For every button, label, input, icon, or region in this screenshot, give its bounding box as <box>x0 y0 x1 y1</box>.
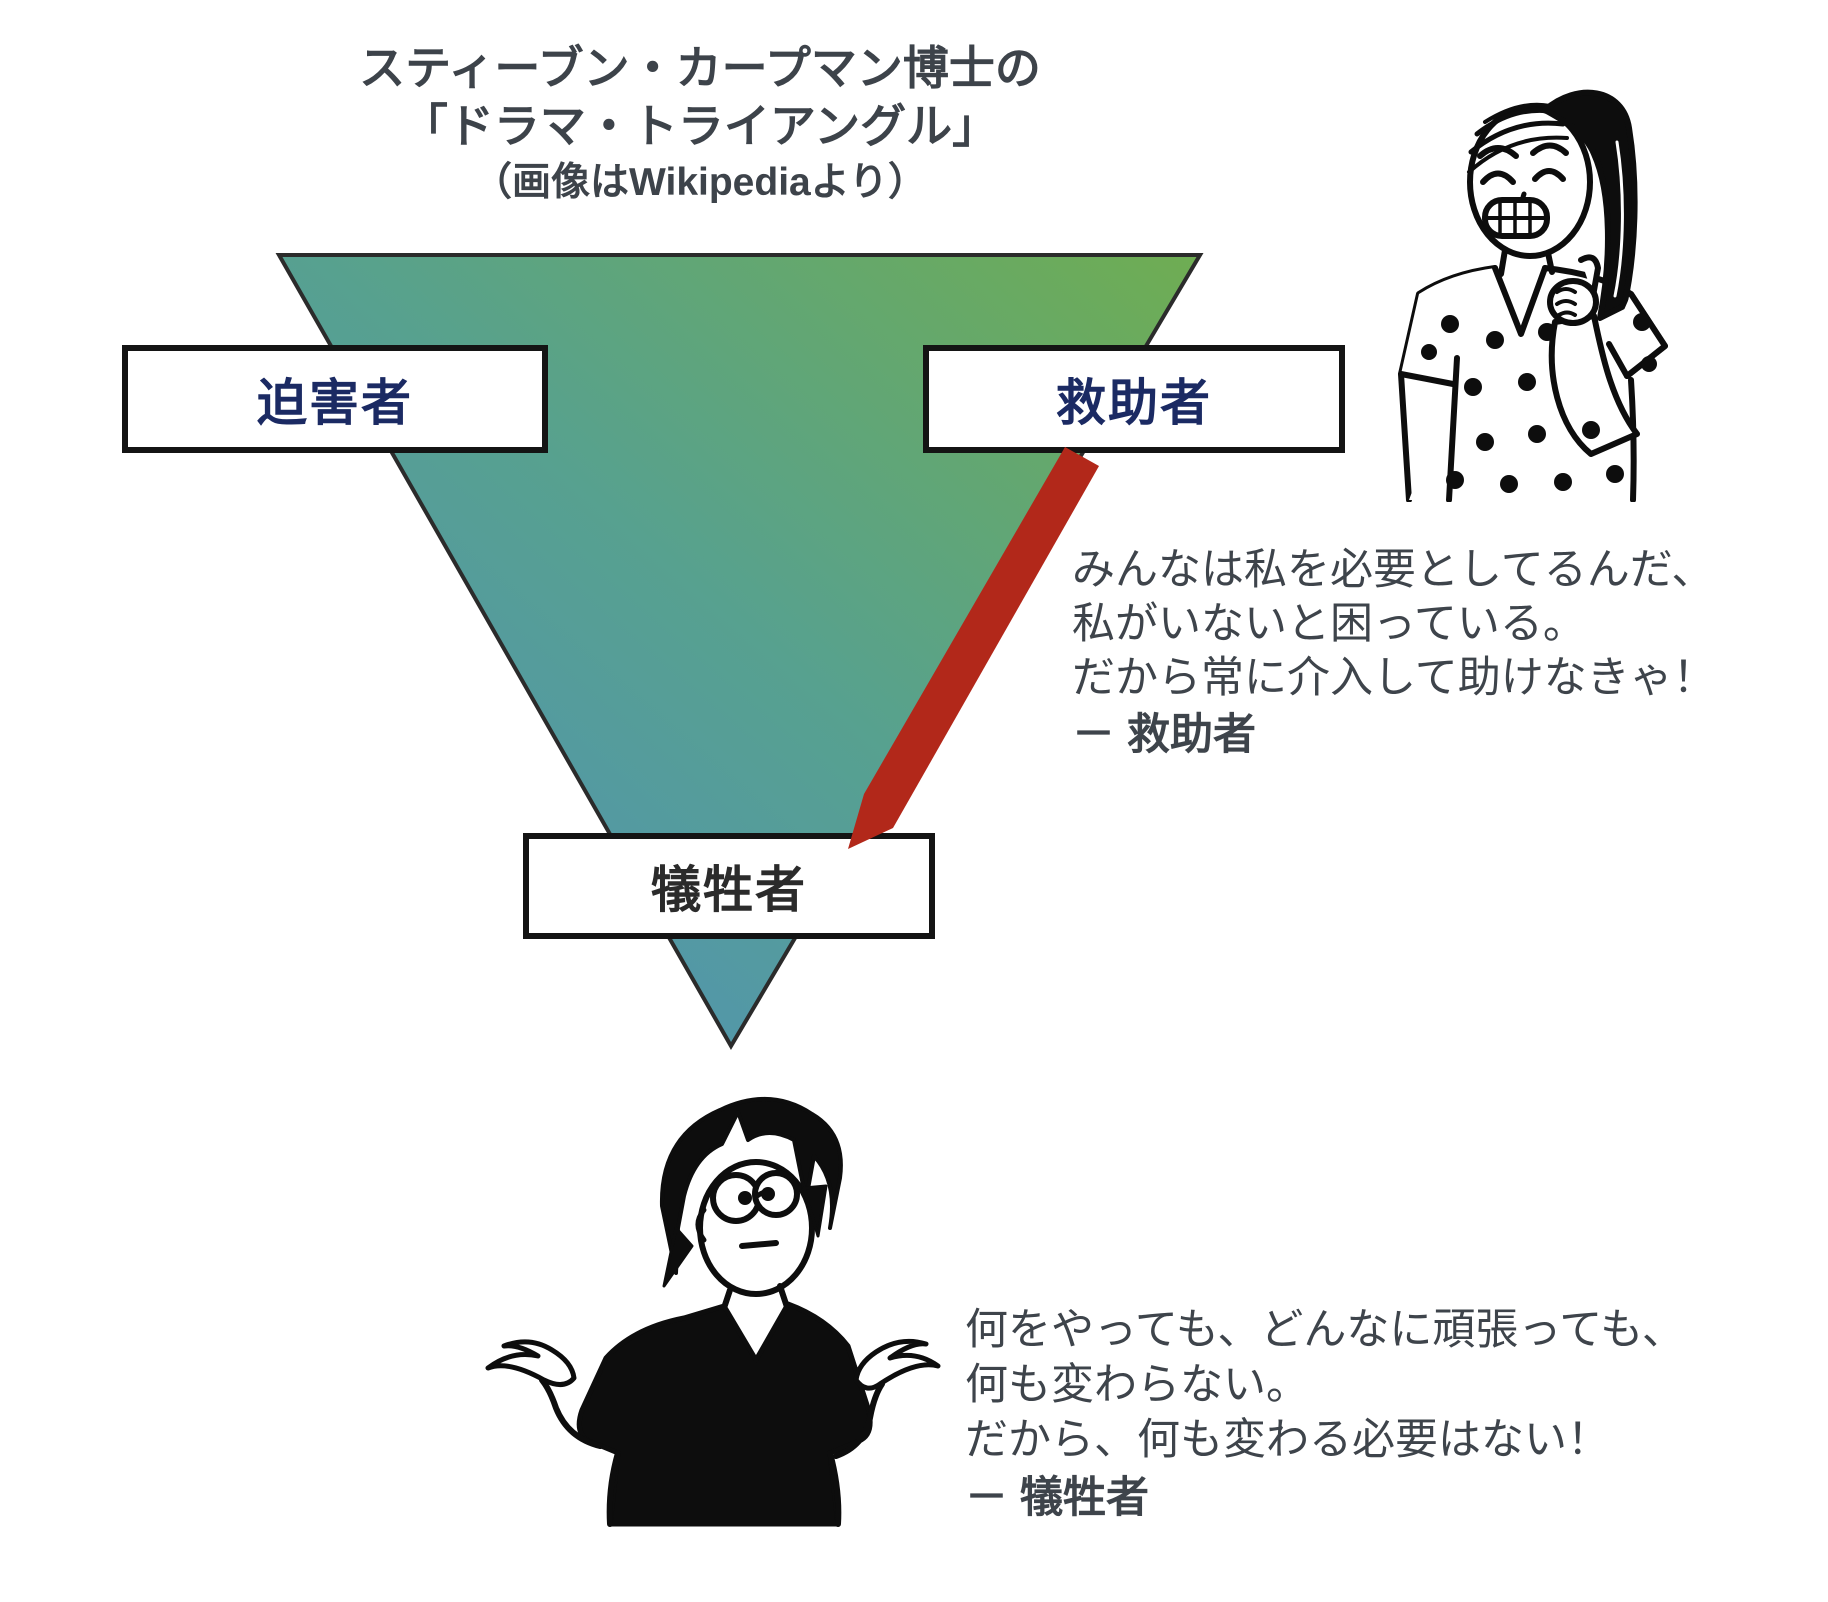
polka-dots <box>1421 313 1657 493</box>
victim-box: 犠牲者 <box>523 833 935 939</box>
rescuer-quote-line-3: だから常に介入して助けなきゃ！ <box>1072 654 1716 702</box>
victim-quote: 何をやっても、どんなに頑張っても、 何も変わらない。 だから、何も変わる必要はな… <box>965 1303 1685 1526</box>
victim-quote-attribution: － 犠牲者 <box>965 1474 1149 1522</box>
rescuer-quote-line-2: 私がいないと困っている。 <box>1072 600 1586 648</box>
page-title: スティーブン・カープマン博士の 「ドラマ・トライアングル」 （画像はWikipe… <box>195 40 1205 211</box>
rescuer-box: 救助者 <box>923 345 1345 453</box>
rescuer-quote-line-1: みんなは私を必要としてるんだ、 <box>1072 546 1715 594</box>
rescuer-quote: みんなは私を必要としてるんだ、 私がいないと困っている。 だから常に介入して助け… <box>1072 543 1716 762</box>
rescuer-quote-attribution: － 救助者 <box>1072 711 1256 759</box>
victim-man-illustration <box>485 1096 941 1527</box>
rescuer-woman-illustration <box>1398 89 1668 502</box>
title-line-2: 「ドラマ・トライアングル」 <box>401 100 999 152</box>
rescuer-label: 救助者 <box>1056 375 1212 431</box>
persecutor-box: 迫害者 <box>122 345 548 453</box>
victim-quote-line-3: だから、何も変わる必要はない！ <box>965 1416 1610 1464</box>
persecutor-label: 迫害者 <box>257 375 413 431</box>
victim-label: 犠牲者 <box>651 862 807 918</box>
title-line-3: （画像はWikipediaより） <box>473 161 927 204</box>
red-arrow-shape <box>848 447 1099 849</box>
victim-quote-line-1: 何をやっても、どんなに頑張っても、 <box>965 1306 1685 1354</box>
title-line-1: スティーブン・カープマン博士の <box>359 42 1041 94</box>
victim-quote-line-2: 何も変わらない。 <box>965 1361 1309 1409</box>
